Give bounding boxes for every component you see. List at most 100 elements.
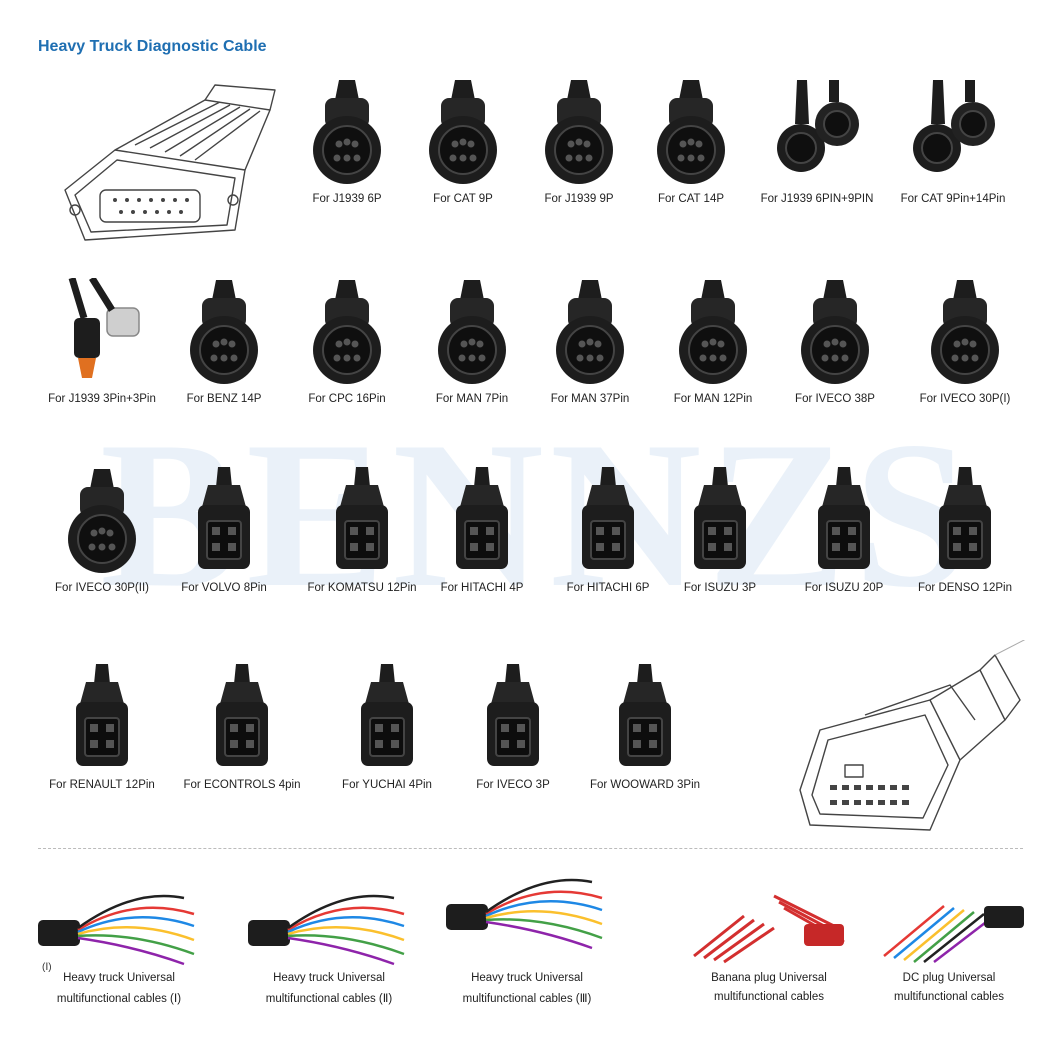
rect-connector-icon: [694, 467, 746, 569]
connector-tile: For J1939 3Pin+3Pin: [32, 278, 172, 448]
connector-label: For MAN 12Pin: [673, 393, 753, 405]
connector-label: For J1939 6PIN+9PIN: [760, 193, 874, 205]
rect-connector-icon: [198, 467, 250, 569]
dual-round-connector-icon: [777, 80, 859, 172]
connector-tile: For DENSO 12Pin: [895, 467, 1035, 637]
connector-label: For HITACHI 4P: [440, 582, 524, 594]
connector-tile: For MAN 7Pin: [402, 278, 542, 448]
cable-marker: (Ⅰ): [42, 962, 52, 973]
obd-connector-lineart-icon: [799, 640, 1026, 831]
connector-tile: For HITACHI 4P: [412, 467, 552, 637]
connector-label: For CAT 9Pin+14Pin: [900, 193, 1006, 205]
cable-label-line1: Banana plug Universal: [711, 972, 827, 984]
cable-label-line2: multifunctional cables (Ⅲ): [462, 993, 592, 1005]
connector-label: For ECONTROLS 4pin: [183, 779, 301, 791]
connector-label: For ISUZU 3P: [683, 582, 757, 594]
connector-label: For CPC 16Pin: [308, 393, 386, 405]
round-connector-icon: [801, 280, 869, 384]
rect-connector-icon: [619, 664, 671, 766]
connector-label: For J1939 6P: [312, 193, 382, 205]
connector-tile: For IVECO 30P(I): [895, 278, 1035, 448]
cable-label-line1: DC plug Universal: [902, 972, 996, 984]
connector-label: For IVECO 30P(I): [919, 393, 1011, 405]
connector-label: For VOLVO 8Pin: [181, 582, 267, 594]
round-connector-icon: [679, 280, 747, 384]
connector-tile: For IVECO 3P: [443, 664, 583, 834]
connector-label: For J1939 3Pin+3Pin: [48, 393, 156, 405]
rect-connector-icon: [582, 467, 634, 569]
rect-connector-icon: [818, 467, 870, 569]
connector-tile: For IVECO 30P(II): [32, 467, 172, 637]
cable-label-line2: multifunctional cables: [714, 991, 824, 1003]
rect-connector-icon: [456, 467, 508, 569]
round-connector-icon: [190, 280, 258, 384]
cable-label-line2: multifunctional cables: [894, 991, 1004, 1003]
connector-tile: For CAT 9Pin+14Pin: [883, 78, 1023, 248]
round-connector-icon: [556, 280, 624, 384]
round-connector-icon: [438, 280, 506, 384]
section-divider: [38, 848, 1023, 849]
connector-label: For HITACHI 6P: [566, 582, 650, 594]
connector-label: For DENSO 12Pin: [918, 582, 1012, 594]
connector-tile: For KOMATSU 12Pin: [292, 467, 432, 637]
dual-small-connector-icon: [68, 278, 140, 378]
round-connector-icon: [657, 80, 725, 184]
connector-tile: For VOLVO 8Pin: [154, 467, 294, 637]
cable-label-line1: Heavy truck Universal: [63, 972, 175, 984]
round-connector-icon: [429, 80, 497, 184]
connector-tile: For YUCHAI 4Pin: [317, 664, 457, 834]
connector-label: For RENAULT 12Pin: [49, 779, 155, 791]
rect-connector-icon: [216, 664, 268, 766]
obd-breakout-cable-icon: [248, 894, 405, 966]
connector-label: For BENZ 14P: [186, 393, 262, 405]
connector-label: For CAT 14P: [657, 193, 725, 205]
round-connector-icon: [545, 80, 613, 184]
round-connector-icon: [313, 80, 381, 184]
rect-connector-icon: [361, 664, 413, 766]
connector-tile: For MAN 12Pin: [643, 278, 783, 448]
connector-tile: For RENAULT 12Pin: [32, 664, 172, 834]
connector-tile: For CAT 14P: [621, 78, 761, 248]
connector-tile: For CAT 9P: [393, 78, 533, 248]
connector-label: For YUCHAI 4Pin: [342, 779, 432, 791]
cable-label-line1: Heavy truck Universal: [273, 972, 385, 984]
dual-round-connector-icon: [913, 80, 995, 172]
connector-tile: For WOOWARD 3Pin: [575, 664, 715, 834]
connector-label: For MAN 7Pin: [435, 393, 509, 405]
connector-tile: For ISUZU 3P: [650, 467, 790, 637]
dc-plug-cable-icon: [883, 905, 1024, 963]
connector-tile: For J1939 6P: [277, 78, 417, 248]
cable-label-line1: Heavy truck Universal: [471, 972, 583, 984]
connector-tile: For ECONTROLS 4pin: [172, 664, 312, 834]
connector-label: For MAN 37Pin: [550, 393, 630, 405]
rect-connector-icon: [939, 467, 991, 569]
connector-tile: For CPC 16Pin: [277, 278, 417, 448]
cable-label-line2: multifunctional cables (Ⅰ): [56, 993, 182, 1005]
connector-tile: For J1939 6PIN+9PIN: [747, 78, 887, 248]
connector-label: For CAT 9P: [433, 193, 493, 205]
connector-tile: For BENZ 14P: [154, 278, 294, 448]
connector-tile: For ISUZU 20P: [774, 467, 914, 637]
connector-label: For IVECO 30P(II): [55, 582, 149, 594]
connector-tile: For HITACHI 6P: [538, 467, 678, 637]
connector-tile: For J1939 9P: [509, 78, 649, 248]
cable-label-line2: multifunctional cables (Ⅱ): [265, 993, 393, 1005]
connector-label: For IVECO 38P: [795, 393, 875, 405]
rect-connector-icon: [487, 664, 539, 766]
round-connector-icon: [68, 469, 136, 573]
connector-label: For ISUZU 20P: [804, 582, 884, 594]
connector-tile: For IVECO 38P: [765, 278, 905, 448]
connector-label: For WOOWARD 3Pin: [589, 779, 701, 791]
rect-connector-icon: [336, 467, 388, 569]
banana-plug-cable-icon: [693, 894, 845, 964]
rect-connector-icon: [76, 664, 128, 766]
connector-tile: For MAN 37Pin: [520, 278, 660, 448]
connector-label: For IVECO 3P: [476, 779, 550, 791]
round-connector-icon: [931, 280, 999, 384]
page-title: Heavy Truck Diagnostic Cable: [38, 38, 267, 55]
obd-breakout-cable-icon: [38, 894, 195, 966]
connector-label: For J1939 9P: [544, 193, 614, 205]
connector-label: For KOMATSU 12Pin: [307, 582, 417, 594]
round-connector-icon: [313, 280, 381, 384]
obd-breakout-cable-icon: [446, 878, 603, 950]
